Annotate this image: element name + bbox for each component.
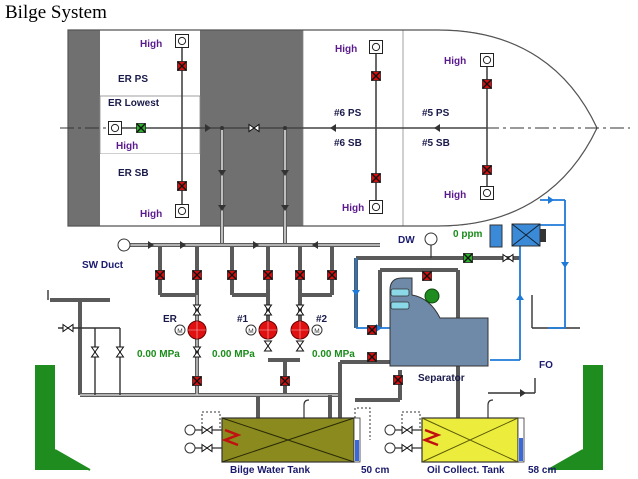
label-pump-no1: #1 [237,314,249,325]
alarm-er-sb-high: High [140,209,162,220]
level-bilge-water-tank: 50 cm [361,465,389,476]
motor-er-label: M [177,328,182,335]
valve-separator-oil[interactable] [421,270,433,282]
label-dw: DW [398,235,415,246]
valve-manifold-6[interactable] [326,269,338,281]
pressure-pump-er: 0.00 MPa [137,349,180,360]
label-pump-er: ER [163,314,178,325]
valve-manifold-4[interactable] [262,269,274,281]
pressure-pump-no1: 0.00 MPa [212,349,255,360]
alarm-no5-sb-high: High [444,190,466,201]
label-bilge-water-tank: Bilge Water Tank [230,465,310,476]
sw-duct-icon[interactable] [117,238,131,252]
valve-no5-sb[interactable] [481,164,493,176]
oil-tank-steam-out-icon [384,442,396,454]
label-er-sb: ER SB [118,168,149,179]
flow-arrows-hull [205,124,440,132]
label-no6-ps: #6 PS [334,108,362,119]
discharge-cooler-small [489,224,503,248]
valve-er-pump-suction[interactable] [193,304,201,316]
valve-oil-tank-steam-out[interactable] [401,444,413,452]
sensor-no5-ps[interactable] [480,53,494,67]
valve-overboard-left-3[interactable] [62,324,74,332]
pump-er[interactable] [187,320,207,340]
flow-arrows-blue [352,196,569,332]
valve-no1-pump-discharge[interactable] [264,340,272,352]
valve-er-lowest[interactable] [135,122,147,134]
valve-manifold-5[interactable] [294,269,306,281]
bilge-tank-steam-out-icon [184,442,196,454]
label-pump-no2: #2 [316,314,328,325]
separator-status-lamp [424,288,440,304]
pump-no1[interactable] [258,320,278,340]
valve-bilge-tank-steam-out[interactable] [201,444,213,452]
valve-ppm-monitor[interactable] [462,252,474,264]
flow-arrows-manifold [148,170,318,249]
sensor-no6-ps[interactable] [369,40,383,54]
sensor-no6-sb[interactable] [369,200,383,214]
dw-gauge-icon [424,232,438,246]
alarm-er-ps-high: High [140,39,162,50]
label-no6-sb: #6 SB [334,138,362,149]
valve-oil-tank-steam-in[interactable] [401,426,413,434]
bilge-tank-steam-in-icon [184,424,196,436]
oily-water-separator[interactable] [389,277,489,367]
ppm-readout: 0 ppm [453,229,483,240]
valve-no1-pump-suction[interactable] [264,304,272,316]
label-no5-sb: #5 SB [422,138,450,149]
label-er-ps: ER PS [118,74,148,85]
valve-manifold-1[interactable] [154,269,166,281]
label-separator: Separator [418,373,465,384]
valve-separator-return[interactable] [366,351,378,363]
label-er-lowest: ER Lowest [108,98,160,109]
bilge-water-tank[interactable] [221,417,361,463]
valve-overboard-left-1[interactable] [91,346,99,358]
pump-no2[interactable] [290,320,310,340]
valve-separator-drain[interactable] [392,374,404,386]
valve-no2-pump-suction[interactable] [296,304,304,316]
oil-tank-steam-in-icon [384,424,396,436]
valve-no2-pump-discharge[interactable] [296,340,304,352]
valve-no6-sb[interactable] [370,172,382,184]
valve-manifold-2[interactable] [191,269,203,281]
alarm-no6-sb-high: High [342,203,364,214]
valve-er-pump-discharge[interactable] [193,346,201,358]
label-oil-collect-tank: Oil Collect. Tank [427,465,505,476]
motor-no1-label: M [248,328,253,335]
motor-no2-label: M [314,328,319,335]
alarm-no5-ps-high: High [444,56,466,67]
sensor-er-lowest[interactable] [108,121,122,135]
valve-er-overboard[interactable] [191,375,203,387]
valve-no6-ps[interactable] [370,70,382,82]
valve-overboard-left-2[interactable] [116,346,124,358]
valve-separator-inlet[interactable] [366,324,378,336]
valve-er-ps[interactable] [176,60,188,72]
valve-er-sb[interactable] [176,180,188,192]
label-fo: FO [539,360,553,371]
level-oil-collect-tank: 58 cm [528,465,556,476]
sensor-no5-sb[interactable] [480,186,494,200]
pressure-pump-no2: 0.00 MPa [312,349,355,360]
oil-collect-tank[interactable] [421,417,525,463]
hull-side-right [548,365,603,470]
alarm-er-lowest-high: High [116,141,138,152]
sensor-er-ps[interactable] [175,34,189,48]
valve-bilge-tank-steam-in[interactable] [201,426,213,434]
page-title: Bilge System [5,2,107,23]
hull-side-left [35,365,90,470]
label-sw-duct: SW Duct [82,260,124,271]
valve-discharge-line[interactable] [502,254,514,262]
overboard-lines [47,290,580,395]
valve-no5-ps[interactable] [481,78,493,90]
valve-manifold-3[interactable] [226,269,238,281]
label-no5-ps: #5 PS [422,108,450,119]
sensor-er-sb[interactable] [175,204,189,218]
valve-pumps-overboard[interactable] [279,375,291,387]
alarm-no6-ps-high: High [335,44,357,55]
